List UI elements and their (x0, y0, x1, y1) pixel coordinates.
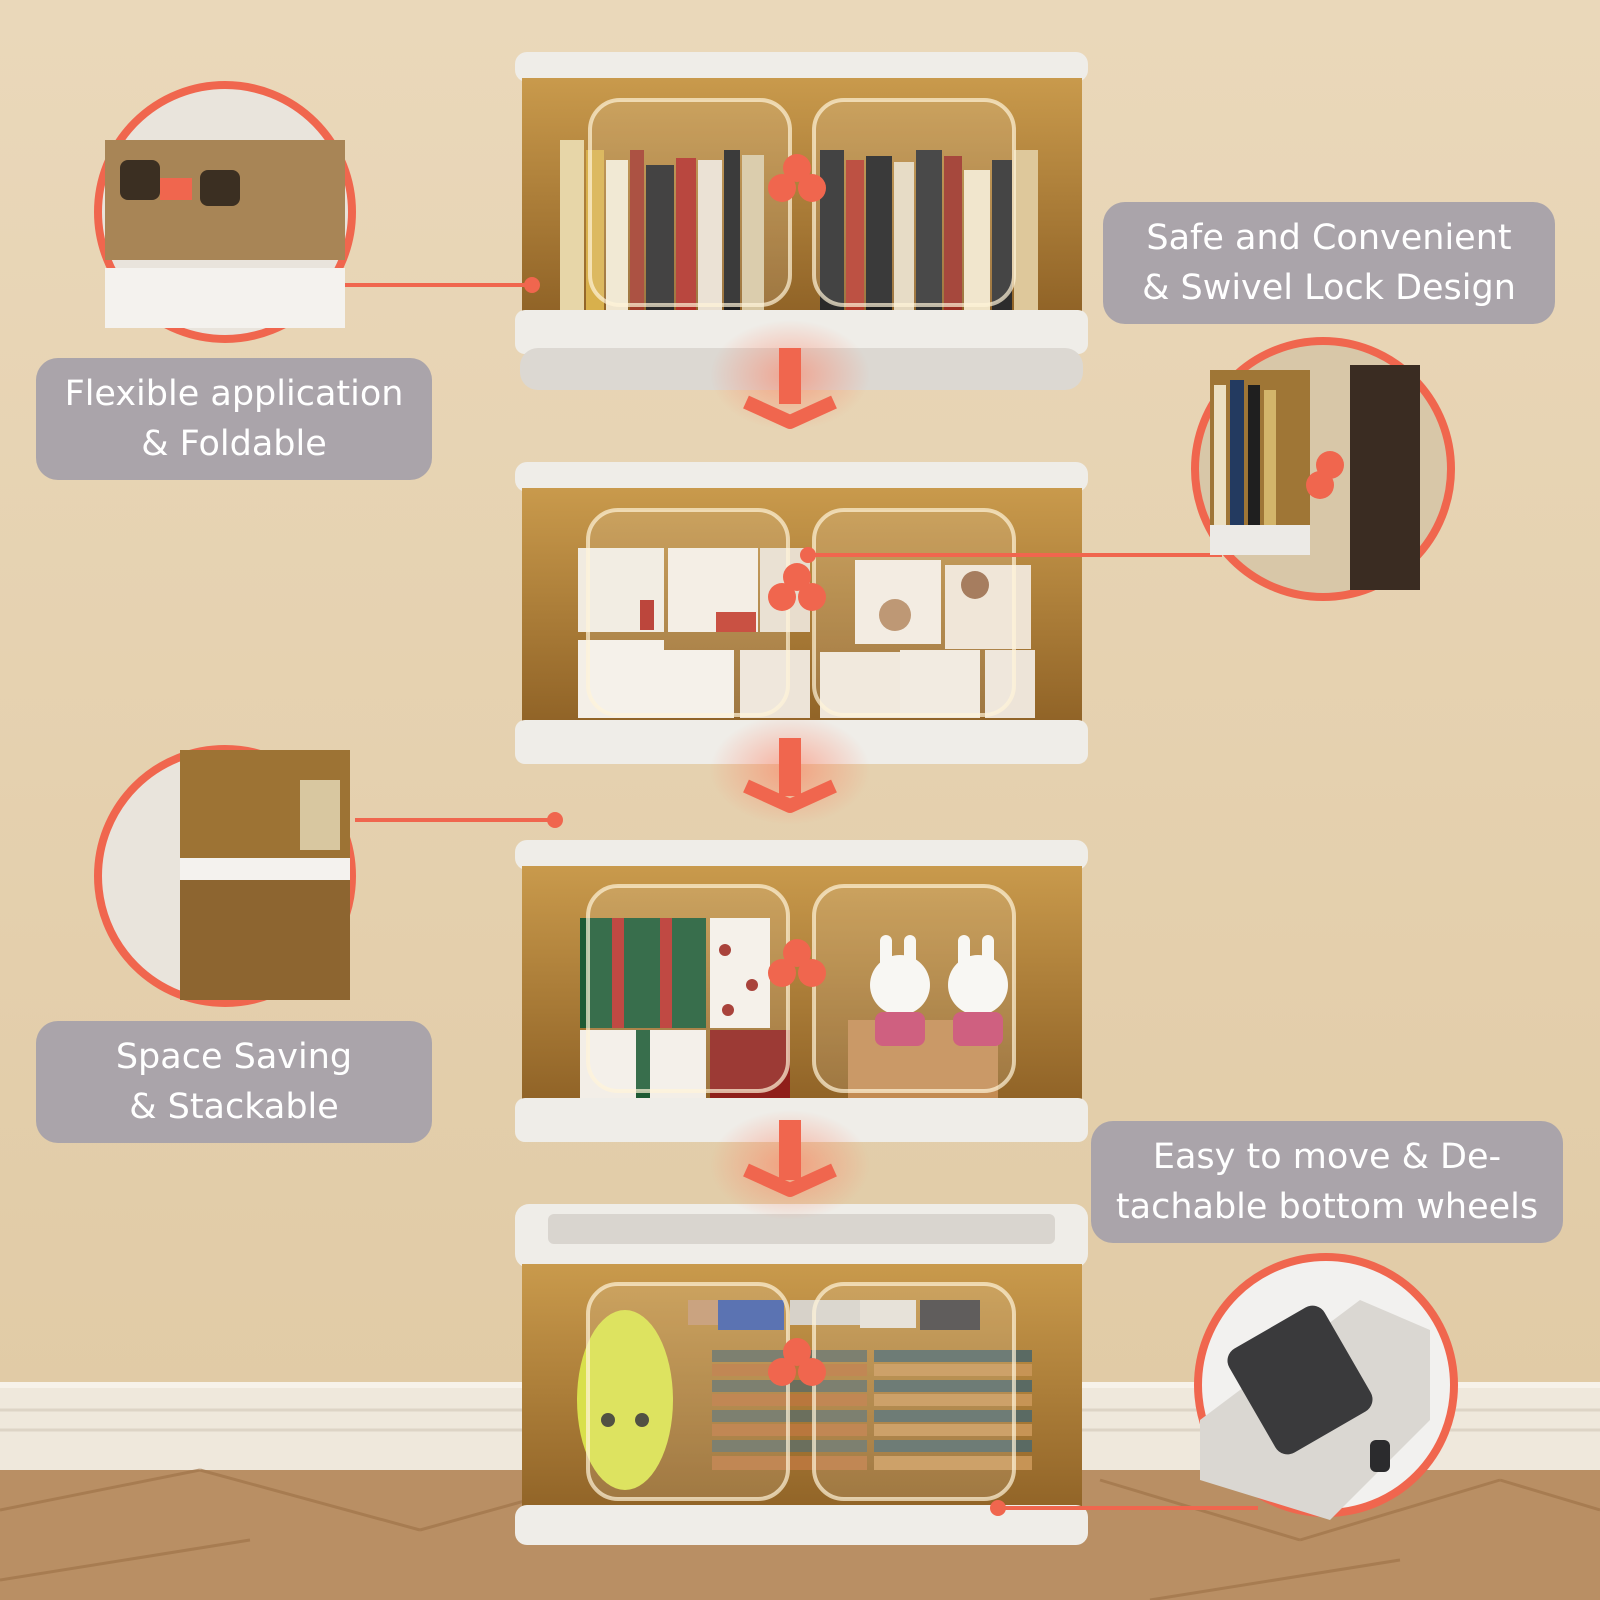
callout-swivel-lock: Safe and Convenient & Swivel Lock Design (1103, 202, 1555, 324)
callout-stackable: Space Saving & Stackable (36, 1021, 432, 1143)
callout-foldable-line2: & Foldable (141, 424, 327, 464)
callout-stackable-line2: & Stackable (129, 1087, 339, 1127)
callout-bg-foldable (36, 358, 432, 480)
callout-bg-swivel-lock (1103, 202, 1555, 324)
callout-foldable: Flexible application & Foldable (36, 358, 432, 480)
zoom-stackable-detail (94, 745, 356, 1007)
bin-3-gifts (515, 840, 1088, 1142)
callout-bg-stackable (36, 1021, 432, 1143)
swivel-lock-icon (768, 154, 826, 202)
connector-lines (335, 277, 1258, 1516)
callout-wheels-line1: Easy to move & De- (1152, 1137, 1502, 1177)
books-row (560, 140, 1038, 312)
down-arrow-icon (710, 715, 870, 825)
callout-swivel-lock-line2: & Swivel Lock Design (1142, 268, 1516, 308)
swivel-lock-icon (768, 563, 826, 611)
gift-boxes (580, 918, 998, 1100)
callout-wheels: Easy to move & De- tachable bottom wheel… (1091, 1121, 1563, 1243)
folded-clothes (577, 1300, 1032, 1490)
zoom-wheel-detail (1194, 1253, 1458, 1520)
down-arrow-icon (710, 1110, 870, 1220)
callout-foldable-line1: Flexible application (64, 374, 404, 414)
callout-swivel-lock-line1: Safe and Convenient (1146, 218, 1512, 258)
swivel-lock-icon (768, 1338, 826, 1386)
swivel-lock-icon (768, 939, 826, 987)
callout-wheels-line2: tachable bottom wheels (1115, 1187, 1539, 1227)
callout-stackable-line1: Space Saving (115, 1037, 353, 1077)
snack-boxes (578, 548, 1035, 718)
zoom-swivel-lock-detail (1191, 337, 1455, 601)
down-arrow-icon (710, 320, 870, 430)
bin-1-books (515, 52, 1088, 390)
bunny-toys (870, 935, 1008, 1046)
bin-4-clothes (515, 1204, 1088, 1545)
zoom-foldable-detail (94, 81, 356, 343)
bin-2-snacks (515, 462, 1088, 764)
callout-bg-wheels (1091, 1121, 1563, 1243)
